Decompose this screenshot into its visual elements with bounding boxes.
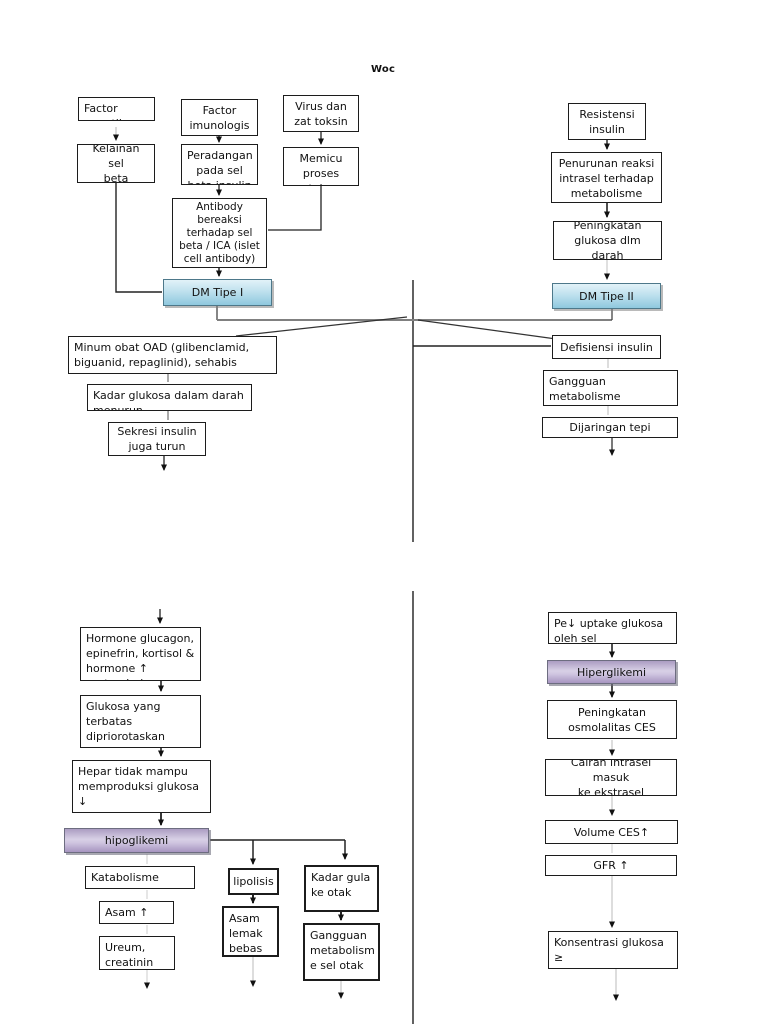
node-hiperglikemi: Hiperglikemi bbox=[547, 660, 676, 684]
node-dm-tipe-2: DM Tipe II bbox=[552, 283, 661, 309]
node-dm-tipe-1: DM Tipe I bbox=[163, 279, 272, 306]
node-kelainan-sel-beta: Kelainan sel beta bbox=[77, 144, 155, 183]
node-defisiensi-insulin: Defisiensi insulin bbox=[552, 335, 661, 359]
node-volume-ces: Volume CES↑ bbox=[545, 820, 678, 844]
node-sekresi-insulin: Sekresi insulin juga turun bbox=[108, 422, 206, 456]
page-title: Woc bbox=[371, 64, 396, 75]
node-virus-zat-toksin: Virus dan zat toksin bbox=[283, 95, 359, 132]
node-ureum-creatinin: Ureum, creatinin bbox=[99, 936, 175, 970]
node-gangguan-sel-otak: Gangguan metabolism e sel otak bbox=[303, 923, 380, 981]
node-memicu-autoimun: Memicu proses autoimun bbox=[283, 147, 359, 186]
node-hipoglikemi: hipoglikemi bbox=[64, 828, 209, 853]
node-dijaringan-tepi: Dijaringan tepi bbox=[542, 417, 678, 438]
node-kadar-gula-otak: Kadar gula ke otak bbox=[304, 865, 379, 912]
node-asam-lemak-bebas: Asam lemak bebas bbox=[222, 906, 279, 957]
node-katabolisme: Katabolisme protein bbox=[85, 866, 195, 889]
node-pe-uptake-glukosa: Pe↓ uptake glukosa oleh sel bbox=[548, 612, 677, 644]
node-factor-genetik: Factor genetik bbox=[78, 97, 155, 121]
node-asam: Asam ↑ amino bbox=[99, 901, 174, 924]
node-hepar-tidak-mampu: Hepar tidak mampu memproduksi glukosa ↓ … bbox=[72, 760, 211, 813]
node-cairan-intrasel: Cairan intrasel masuk ke ekstrasel bbox=[545, 759, 677, 796]
node-konsentrasi-glukosa: Konsentrasi glukosa ≥ 180 mg/dl bbox=[548, 931, 678, 969]
node-minum-oad: Minum obat OAD (glibenclamid, biguanid, … bbox=[68, 336, 277, 374]
node-resistensi-insulin: Resistensi insulin bbox=[568, 103, 646, 140]
node-penurunan-reaksi: Penurunan reaksi intrasel terhadap metab… bbox=[551, 152, 662, 203]
node-gfr: GFR ↑ bbox=[545, 855, 677, 876]
node-peningkatan-glukosa: Peningkatan glukosa dlm darah bbox=[553, 221, 662, 260]
node-glukosa-terbatas: Glukosa yang terbatas dipriorotaskan tub… bbox=[80, 695, 201, 748]
node-hormone-glucagon: Hormone glucagon, epinefrin, kortisol & … bbox=[80, 627, 201, 681]
node-peradangan-sel-beta: Peradangan pada sel beta insulin bbox=[181, 144, 258, 185]
node-antibody-ica: Antibody bereaksi terhadap sel beta / IC… bbox=[172, 198, 267, 268]
node-factor-imunologis: Factor imunologis bbox=[181, 99, 258, 136]
node-peningkatan-osmolalitas: Peningkatan osmolalitas CES bbox=[547, 700, 677, 739]
node-lipolisis: lipolisis bbox=[228, 868, 279, 895]
node-gangguan-metabolisme: Gangguan metabolisme karbohidrat, protei… bbox=[543, 370, 678, 406]
node-kadar-glukosa-menurun: Kadar glukosa dalam darah menurun bbox=[87, 384, 252, 411]
